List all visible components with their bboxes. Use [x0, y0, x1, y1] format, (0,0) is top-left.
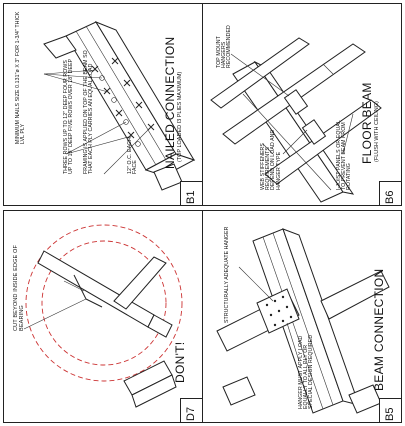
panel-b1: MINIMUM NAILS SIZE 0.131"ø X 3" FOR 1-3/…: [3, 3, 203, 206]
dont-cut-drawing: [23, 224, 183, 408]
d7-note-cut: CUT BEYOND INSIDE EDGE OF BEARING: [13, 244, 25, 331]
b6-detail-id: B6: [384, 190, 396, 204]
panel-d7: CUT BEYOND INSIDE EDGE OF BEARING DON'T!…: [3, 210, 203, 423]
b5-detail-tag: B5: [379, 398, 401, 422]
b1-note-framing: FRAMING IS APPLIED ON TOP OF THE BEAM SO…: [83, 50, 95, 174]
b1-detail-tag: B1: [180, 181, 202, 205]
b1-detail-id: B1: [185, 190, 197, 204]
d7-detail-id: D7: [185, 406, 197, 421]
floor-beam-drawing: [210, 37, 382, 203]
b5-title: BEAM CONNECTION: [372, 268, 386, 391]
b1-note-rows: THREE ROWS UP TO 12" DEEP FOUR ROWS UP T…: [63, 58, 75, 174]
b1-title: NAILED CONNECTION: [163, 36, 177, 169]
panel-b6: TOP MOUNT HANGERS RECOMMENDED WEB STIFFE…: [202, 3, 402, 206]
b6-title: FLOOR BEAM: [360, 82, 374, 164]
d7-detail-tag: D7: [180, 398, 202, 422]
nailed-connection-drawing: [43, 20, 196, 191]
b5-note-hanger: STRUCTURALLY ADEQUATE HANGER: [224, 226, 230, 323]
beam-connection-drawing: [216, 228, 390, 414]
b6-note-stiffeners: WEB STIFFENERS REQUIREMENTS DEPEND ON LO…: [260, 129, 282, 190]
b5-note-load: HANGER MUST APPLY LOAD EQUALLY TO ALL PL…: [298, 334, 315, 409]
b1-note-nail-size: MINIMUM NAILS SIZE 0.131"ø X 3" FOR 1-3/…: [15, 11, 27, 144]
d7-title: DON'T!: [173, 341, 187, 383]
b5-detail-id: B5: [384, 407, 396, 421]
b6-note-panels: I-JOIST PANELS OR EQUAL TO PREVENT BEAM …: [336, 120, 353, 190]
b6-detail-tag: B6: [379, 181, 401, 205]
b1-subtitle: (TOP LOADED I3 PLIES MAXIMUM): [177, 71, 183, 162]
b6-subtitle: (FLUSH WITH CEILING): [374, 101, 380, 162]
panel-b5: STRUCTURALLY ADEQUATE HANGER HANGER MUST…: [202, 210, 402, 423]
b6-note-hangers: TOP MOUNT HANGERS RECOMMENDED: [216, 25, 233, 68]
b1-note-spacing: 12" O.C. EACH FACE: [127, 137, 139, 174]
